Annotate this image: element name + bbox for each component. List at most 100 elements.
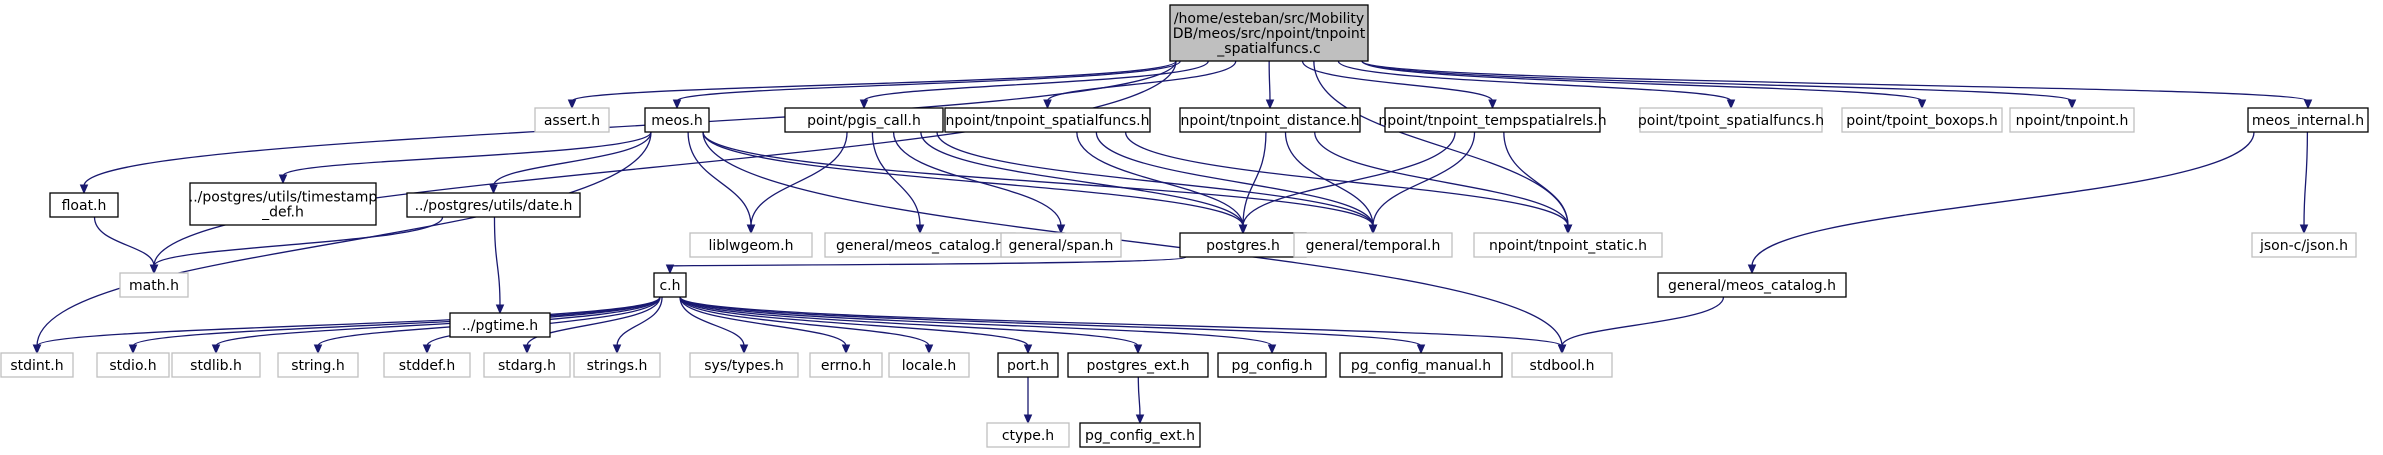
node-label: point/tpoint_spatialfuncs.h xyxy=(1638,113,1824,129)
node-pg-config[interactable]: pg_config.h xyxy=(1217,352,1327,378)
node-pgtime[interactable]: ../pgtime.h xyxy=(449,312,551,338)
include-edge-main-to-pgis_call xyxy=(859,60,1209,110)
node-label: postgres_ext.h xyxy=(1087,358,1190,374)
node-label: general/temporal.h xyxy=(1306,238,1441,254)
include-edge-gen_catalog2-to-stdbool xyxy=(1557,296,1725,355)
node-box xyxy=(1067,352,1209,378)
arrow-head-icon xyxy=(665,264,675,275)
include-edge-main-to-np_distance xyxy=(1265,60,1275,110)
node-label: meos.h xyxy=(651,113,702,129)
node-liblwgeom: liblwgeom.h xyxy=(689,232,813,258)
node-label: string.h xyxy=(291,358,345,374)
arrow-head-icon xyxy=(1747,264,1757,275)
node-label: npoint/tnpoint_spatialfuncs.h xyxy=(946,113,1150,129)
arrow-head-icon xyxy=(79,184,89,195)
arrow-head-icon xyxy=(924,344,934,355)
node-box xyxy=(689,352,799,378)
node-label: stdio.h xyxy=(109,358,156,374)
node-postgres[interactable]: postgres.h xyxy=(1179,232,1307,258)
node-float[interactable]: float.h xyxy=(49,192,119,218)
node-label: npoint/tnpoint_static.h xyxy=(1489,238,1647,254)
node-label: locale.h xyxy=(902,358,957,374)
node-gen-catalog2[interactable]: general/meos_catalog.h xyxy=(1657,272,1847,298)
node-label: math.h xyxy=(129,278,179,294)
arrow-head-icon xyxy=(1135,414,1145,425)
node-locale: locale.h xyxy=(888,352,970,378)
arrow-head-icon xyxy=(841,344,851,355)
include-edge-main-to-assert xyxy=(567,60,1177,110)
node-label: point/pgis_call.h xyxy=(807,113,921,129)
arrow-head-icon xyxy=(2067,99,2077,110)
arrow-head-icon xyxy=(32,344,42,355)
arrow-head-icon xyxy=(1563,224,1573,235)
arrow-head-icon xyxy=(495,304,505,315)
arrow-head-icon xyxy=(313,344,323,355)
node-pg-config-ext[interactable]: pg_config_ext.h xyxy=(1079,422,1201,448)
node-math: math.h xyxy=(119,272,189,298)
node-port[interactable]: port.h xyxy=(997,352,1059,378)
node-stdlib: stdlib.h xyxy=(171,352,261,378)
node-label: npoint/tnpoint_tempspatialrels.h xyxy=(1378,113,1606,129)
include-edge-np_tempspatialrels-to-postgres xyxy=(1238,131,1456,235)
arrow-head-icon xyxy=(859,99,869,110)
node-span: general/span.h xyxy=(1000,232,1122,258)
arrow-head-icon xyxy=(1265,99,1275,110)
node-np-spatialfuncs[interactable]: npoint/tnpoint_spatialfuncs.h xyxy=(944,107,1151,133)
include-edge-np_tempspatialrels-to-np_static xyxy=(1503,131,1573,235)
node-label: point/tpoint_boxops.h xyxy=(1846,113,1998,129)
node-meos-internal[interactable]: meos_internal.h xyxy=(2247,107,2369,133)
node-box xyxy=(1079,422,1201,448)
node-label: json-c/json.h xyxy=(2259,238,2348,254)
node-pg-config-manual[interactable]: pg_config_manual.h xyxy=(1339,352,1503,378)
node-label: sys/types.h xyxy=(704,358,783,374)
arrow-head-icon xyxy=(2299,224,2309,235)
include-edge-np_spatialfuncs-to-np_static xyxy=(1124,131,1573,235)
node-label: general/meos_catalog.h xyxy=(1668,278,1836,294)
node-box xyxy=(824,232,1016,258)
node-box xyxy=(986,422,1070,448)
node-box xyxy=(689,232,813,258)
include-edge-pgis_call-to-span xyxy=(892,131,1066,235)
node-box xyxy=(888,352,970,378)
node-box xyxy=(997,352,1059,378)
include-edge-np_tempspatialrels-to-temporal xyxy=(1368,131,1476,235)
include-edge-c-to-errno xyxy=(679,296,851,355)
node-label: stdint.h xyxy=(10,358,63,374)
node-temporal: general/temporal.h xyxy=(1293,232,1453,258)
node-label: meos_internal.h xyxy=(2252,113,2364,129)
include-edge-port-to-ctype xyxy=(1023,376,1033,425)
node-meos[interactable]: meos.h xyxy=(644,107,710,133)
arrow-head-icon xyxy=(1917,99,1927,110)
node-box xyxy=(1217,352,1327,378)
node-stdarg: stdarg.h xyxy=(483,352,571,378)
node-box xyxy=(0,352,74,378)
node-label: _spatialfuncs.c xyxy=(1216,41,1320,57)
node-timestamp[interactable]: ../postgres/utils/timestamp_def.h xyxy=(189,182,378,226)
node-stdio: stdio.h xyxy=(96,352,170,378)
node-postgres-ext[interactable]: postgres_ext.h xyxy=(1067,352,1209,378)
node-pgis-call[interactable]: point/pgis_call.h xyxy=(784,107,944,133)
include-edge-main-to-meos xyxy=(672,60,1181,110)
include-edge-main-to-meos_internal xyxy=(1361,60,2313,110)
node-box xyxy=(2251,232,2357,258)
arrow-head-icon xyxy=(1056,224,1066,235)
node-jsonc: json-c/json.h xyxy=(2251,232,2357,258)
node-label: liblwgeom.h xyxy=(708,238,793,254)
node-date[interactable]: ../postgres/utils/date.h xyxy=(406,192,581,218)
node-box xyxy=(1000,232,1122,258)
node-label: npoint/tnpoint.h xyxy=(2016,113,2129,129)
include-edge-pgis_call-to-temporal xyxy=(936,131,1378,235)
node-np-distance[interactable]: npoint/tnpoint_distance.h xyxy=(1179,107,1361,133)
include-edge-main-to-np_tnpoint xyxy=(1361,60,2077,110)
node-c[interactable]: c.h xyxy=(653,272,687,298)
node-box xyxy=(644,107,710,133)
node-tp-spatialfuncs: point/tpoint_spatialfuncs.h xyxy=(1638,107,1824,133)
node-strings: strings.h xyxy=(573,352,661,378)
arrow-head-icon xyxy=(1238,224,1248,235)
node-np-tempspatialrels[interactable]: npoint/tnpoint_tempspatialrels.h xyxy=(1378,107,1607,133)
node-stdbool: stdbool.h xyxy=(1511,352,1613,378)
arrow-head-icon xyxy=(1726,99,1736,110)
node-main[interactable]: /home/esteban/src/MobilityDB/meos/src/np… xyxy=(1169,4,1369,62)
node-label: /home/esteban/src/Mobility xyxy=(1174,11,1364,27)
